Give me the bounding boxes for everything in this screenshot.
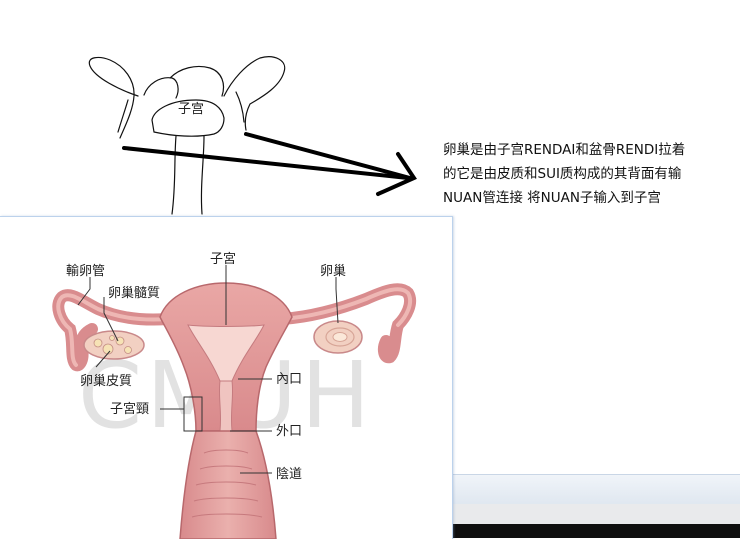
uterus-anatomy-diagram: CMUH [52,251,417,539]
vaginal-rugae [191,449,263,518]
uterine-cavity [187,324,265,382]
label-ovary: 卵巢 [320,264,346,279]
sketch-stem-right [200,135,205,215]
vagina [179,430,277,539]
leader-lines [77,265,339,474]
left-ovary [83,330,145,360]
label-ovarian-cortex: 卵巢皮質 [80,374,132,389]
note-line-3: NUAN管连接 将NUAN子输入到子宫 [443,190,661,206]
sketch-uterus-box [151,99,225,137]
cervical-canal [218,380,234,432]
label-internal-os: 內口 [276,372,302,387]
label-ovarian-medulla: 卵巢髓質 [108,286,160,301]
sketch-right-tube [223,56,286,131]
background-window-strip [450,504,740,524]
background-window-dark-strip [450,524,740,538]
sketch-stem-left [171,135,177,215]
note-line-1: 卵巢是由子宫RENDAI和盆骨RENDI拉着 [443,142,686,158]
label-external-os: 外口 [276,424,302,439]
label-vagina: 陰道 [276,467,302,482]
sketch-left-tube [88,56,139,139]
background-window-toolbar [450,474,740,505]
label-fallopian-tube: 輸卵管 [66,264,105,279]
annotation-note: 卵巢是由子宫RENDAI和盆骨RENDI拉着 的它是由皮质和SUI质构成的其背面… [443,138,733,210]
sketch-left-inner [117,99,129,133]
sketch-label: 子宫 [178,102,204,117]
sketch-right-inner [235,91,245,123]
note-line-2: 的它是由皮质和SUI质构成的其背面有输 [443,166,682,182]
anatomy-figure-window[interactable]: CMUH [0,216,453,539]
arrow-icon [122,132,417,196]
right-ovary [313,320,363,354]
label-cervix: 子宮頸 [110,401,149,417]
sketch-top [143,65,225,99]
label-uterus: 子宮 [210,251,236,267]
hand-drawn-sketch: 子宫 [88,56,417,215]
